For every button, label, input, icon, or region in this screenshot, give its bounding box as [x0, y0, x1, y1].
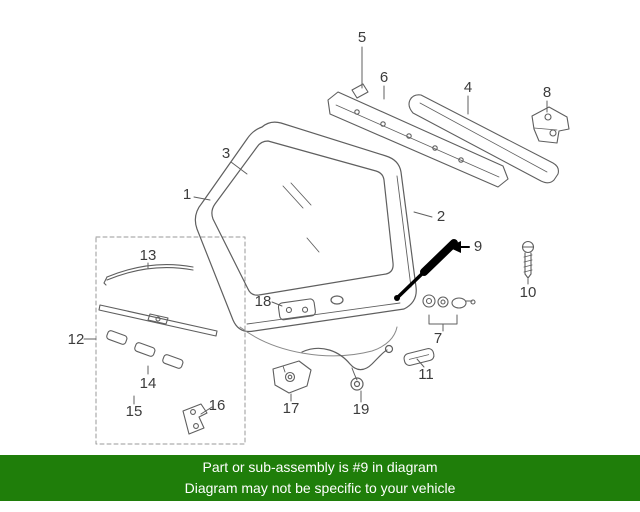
trim-clip [351, 83, 369, 99]
part-label-10: 10 [520, 284, 537, 301]
latch-assembly [272, 360, 312, 394]
part-label-1: 1 [183, 186, 191, 203]
part-label-11: 11 [418, 366, 434, 383]
screw [521, 240, 535, 279]
liftgate-strut-highlighted [394, 239, 458, 301]
banner-line2: Diagram may not be specific to your vehi… [184, 480, 456, 496]
spoiler [408, 94, 559, 184]
weatherstrip-seal [239, 326, 398, 357]
part-label-14: 14 [140, 375, 157, 392]
exploded-parts-diagram: 1 2 3 4 5 6 7 8 9 10 11 12 13 14 15 16 1… [68, 29, 570, 445]
part-label-13: 13 [140, 247, 157, 264]
part-label-6: 6 [380, 69, 388, 86]
banner-line1: Part or sub-assembly is #9 in diagram [202, 459, 438, 475]
part-label-2: 2 [437, 208, 445, 225]
hinge-bracket [531, 106, 570, 144]
blade-clips [106, 330, 184, 369]
bumper-cushion [403, 348, 435, 366]
part-label-4: 4 [464, 79, 472, 96]
part-label-18: 18 [255, 293, 272, 310]
part-label-8: 8 [543, 84, 551, 101]
part-label-17: 17 [283, 400, 300, 417]
highlight-arrow [448, 241, 470, 253]
glass-reflection [282, 182, 320, 253]
part-label-7: 7 [434, 330, 442, 347]
striker-plate [277, 298, 316, 321]
part-label-3: 3 [222, 145, 230, 162]
leader-lines [83, 46, 548, 415]
part-label-5: 5 [358, 29, 366, 46]
part-label-9: 9 [474, 238, 482, 255]
part-label-16: 16 [209, 397, 226, 414]
fastener-set [422, 294, 476, 309]
part-label-12: 12 [68, 331, 85, 348]
pivot-bracket [182, 403, 208, 435]
parts-diagram-svg: 1 2 3 4 5 6 7 8 9 10 11 12 13 14 15 16 1… [68, 29, 570, 445]
info-banner: Part or sub-assembly is #9 in diagram Di… [0, 455, 640, 501]
part-label-15: 15 [126, 403, 143, 420]
part-label-19: 19 [353, 401, 370, 418]
wiper-blade [98, 304, 218, 337]
tailgate-panel [194, 121, 417, 333]
wiper-group-box [95, 236, 246, 445]
cowl-trim-strip [327, 83, 509, 188]
wiper-arm [103, 263, 194, 286]
release-cable [301, 344, 394, 391]
